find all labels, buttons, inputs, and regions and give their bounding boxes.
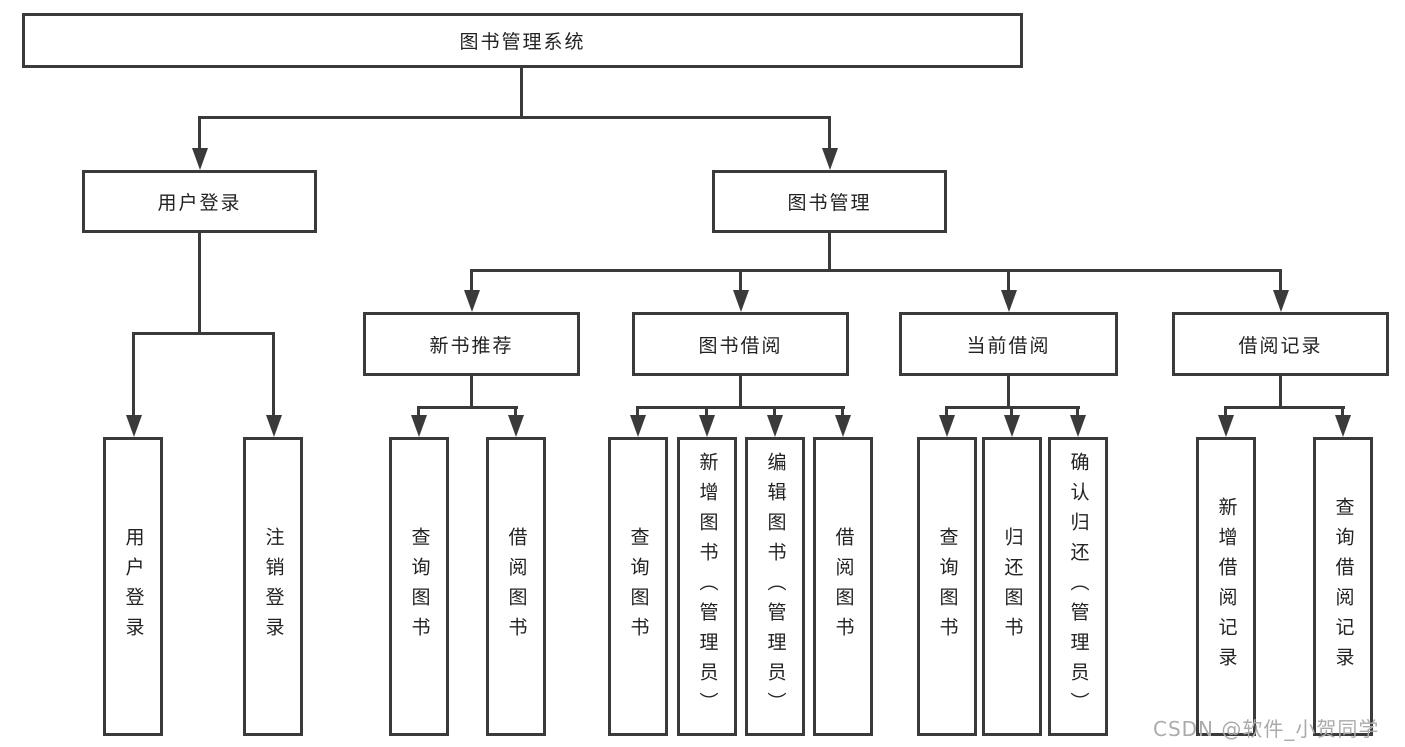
connector-borrow-stem bbox=[739, 374, 742, 409]
node-system-root: 图书管理系统 bbox=[22, 13, 1023, 68]
node-book-management: 图书管理 bbox=[712, 170, 947, 233]
arrowhead-down bbox=[630, 415, 646, 437]
node-system-root-label: 图书管理系统 bbox=[459, 31, 586, 53]
leaf-query-books-current-label: 查询图书 bbox=[936, 526, 959, 647]
arrowhead-down bbox=[733, 290, 749, 312]
arrowhead-down bbox=[464, 290, 480, 312]
connector-root-stem bbox=[520, 66, 523, 119]
node-borrow-records-label: 借阅记录 bbox=[1238, 334, 1323, 357]
leaf-user-login-label: 用户登录 bbox=[122, 526, 145, 647]
arrowhead-down bbox=[1218, 415, 1234, 437]
leaf-query-borrow-record: 查询借阅记录 bbox=[1313, 437, 1373, 736]
arrowhead-down bbox=[508, 415, 524, 437]
arrowhead-down bbox=[1335, 415, 1351, 437]
node-book-borrow-label: 图书借阅 bbox=[698, 334, 783, 357]
leaf-user-login: 用户登录 bbox=[103, 437, 163, 736]
node-borrow-records: 借阅记录 bbox=[1172, 312, 1389, 376]
arrowhead-down bbox=[1004, 415, 1020, 437]
connector-to-leaf bbox=[773, 406, 776, 417]
node-current-borrow: 当前借阅 bbox=[899, 312, 1118, 376]
arrowhead-down bbox=[767, 415, 783, 437]
leaf-add-books-admin-label: 新增图书（管理员） bbox=[696, 451, 719, 722]
node-user-login-label: 用户登录 bbox=[157, 192, 242, 214]
node-book-management-label: 图书管理 bbox=[787, 192, 872, 214]
leaf-logout-login-label: 注销登录 bbox=[262, 526, 285, 647]
leaf-edit-books-admin: 编辑图书（管理员） bbox=[745, 437, 805, 736]
leaf-query-books-borrow-label: 查询图书 bbox=[627, 526, 650, 647]
connector-to-leaf bbox=[514, 406, 517, 417]
connector-to-borrow bbox=[739, 269, 742, 294]
leaf-return-books-label: 归还图书 bbox=[1001, 526, 1024, 647]
connector-to-current bbox=[1007, 269, 1010, 294]
connector-current-stem bbox=[1007, 374, 1010, 409]
leaf-add-books-admin: 新增图书（管理员） bbox=[677, 437, 737, 736]
arrowhead-down bbox=[835, 415, 851, 437]
connector-manage-branch bbox=[470, 269, 1282, 272]
connector-login-stem bbox=[198, 231, 201, 335]
connector-to-leaf-user-login bbox=[132, 332, 135, 417]
leaf-add-borrow-record: 新增借阅记录 bbox=[1196, 437, 1256, 736]
leaf-query-borrow-record-label: 查询借阅记录 bbox=[1332, 496, 1355, 677]
leaf-borrow-books-recommend: 借阅图书 bbox=[486, 437, 546, 736]
arrowhead-down bbox=[411, 415, 427, 437]
arrowhead-down bbox=[1001, 290, 1017, 312]
leaf-add-borrow-record-label: 新增借阅记录 bbox=[1215, 496, 1238, 677]
node-user-login: 用户登录 bbox=[82, 170, 317, 233]
leaf-query-books-recommend-label: 查询图书 bbox=[408, 526, 431, 647]
leaf-confirm-return-admin: 确认归还（管理员） bbox=[1048, 437, 1108, 736]
arrowhead-down bbox=[126, 415, 142, 437]
node-new-book-recommend: 新书推荐 bbox=[363, 312, 580, 376]
connector-to-recommend bbox=[470, 269, 473, 294]
arrowhead-down bbox=[939, 415, 955, 437]
csdn-watermark: CSDN @软件_小贺同学 bbox=[1153, 717, 1380, 741]
connector-to-leaf bbox=[945, 406, 948, 417]
connector-to-leaf bbox=[636, 406, 639, 417]
leaf-query-books-recommend: 查询图书 bbox=[389, 437, 449, 736]
leaf-query-books-current: 查询图书 bbox=[917, 437, 977, 736]
connector-to-leaf-logout bbox=[272, 332, 275, 417]
connector-to-leaf bbox=[1224, 406, 1227, 417]
node-current-borrow-label: 当前借阅 bbox=[966, 334, 1051, 357]
leaf-logout-login: 注销登录 bbox=[243, 437, 303, 736]
node-book-borrow: 图书借阅 bbox=[632, 312, 849, 376]
connector-recommend-branch bbox=[417, 406, 518, 409]
arrowhead-down bbox=[1273, 290, 1289, 312]
arrowhead-down bbox=[822, 148, 838, 170]
leaf-borrow-books-label: 借阅图书 bbox=[832, 526, 855, 647]
connector-records-branch bbox=[1224, 406, 1345, 409]
connector-to-leaf bbox=[841, 406, 844, 417]
connector-to-leaf bbox=[417, 406, 420, 417]
leaf-confirm-return-admin-label: 确认归还（管理员） bbox=[1067, 451, 1090, 722]
connector-to-records bbox=[1279, 269, 1282, 294]
connector-to-leaf bbox=[1076, 406, 1079, 417]
arrowhead-down bbox=[192, 148, 208, 170]
connector-root-branch bbox=[198, 116, 831, 119]
leaf-edit-books-admin-label: 编辑图书（管理员） bbox=[764, 451, 787, 722]
connector-to-leaf bbox=[1341, 406, 1344, 417]
connector-manage-stem bbox=[828, 231, 831, 272]
leaf-borrow-books-recommend-label: 借阅图书 bbox=[505, 526, 528, 647]
connector-login-branch bbox=[132, 332, 275, 335]
connector-to-user-login bbox=[198, 116, 201, 150]
connector-borrow-branch bbox=[636, 406, 845, 409]
node-new-book-recommend-label: 新书推荐 bbox=[429, 334, 514, 357]
leaf-query-books-borrow: 查询图书 bbox=[608, 437, 668, 736]
arrowhead-down bbox=[1070, 415, 1086, 437]
arrowhead-down bbox=[699, 415, 715, 437]
leaf-return-books: 归还图书 bbox=[982, 437, 1042, 736]
leaf-borrow-books: 借阅图书 bbox=[813, 437, 873, 736]
connector-recommend-stem bbox=[470, 374, 473, 409]
arrowhead-down bbox=[266, 415, 282, 437]
connector-to-leaf bbox=[1010, 406, 1013, 417]
connector-to-leaf bbox=[705, 406, 708, 417]
connector-records-stem bbox=[1279, 374, 1282, 409]
connector-to-book-management bbox=[828, 116, 831, 150]
